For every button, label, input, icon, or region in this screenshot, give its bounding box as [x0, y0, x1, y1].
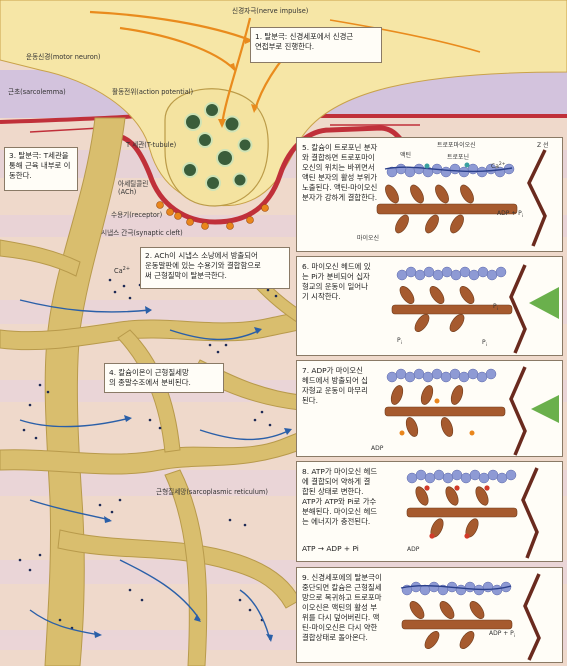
actin-label: 액틴: [400, 152, 412, 159]
step-9-text: 9. 신경세포에의 탈분극이 중단되면 칼슘은 근형질세 망으로 복귀하고 트로…: [302, 573, 382, 642]
panel-9-adp-pi: ADP + Pi: [489, 630, 516, 640]
calcium-flow-arrows: [19, 299, 291, 641]
panel-6-pi-b: Pi: [397, 337, 402, 347]
step-3-box: 3. 탈분극: T세관을 통해 근육 내부로 이 동한다.: [4, 147, 78, 191]
motor-neuron-label: 운동신경(motor neuron): [26, 53, 101, 61]
sarcolemma-label: 근초(sarcolemma): [8, 88, 66, 96]
panel-8-adp: ADP: [407, 546, 420, 553]
step-1-box: 1. 탈분극: 신경세포에서 신경근 연접부로 진행한다.: [250, 27, 382, 63]
tropomyosin-label: 트로포마이오신: [437, 142, 476, 149]
panel-7-adp: ADP: [371, 445, 384, 452]
action-potential-label: 활동전위(action potential): [112, 88, 194, 96]
motor-neuron: [0, 0, 567, 207]
panel-6-pi-a: Pi: [493, 303, 498, 313]
panel-7-illustration: [384, 366, 559, 456]
step-4-box: 4. 칼슘이온이 근형질세망 의 종말수조에서 분비된다.: [104, 363, 224, 393]
calcium-dots: [18, 278, 285, 630]
myosin-label: 마이오신: [357, 235, 380, 242]
panel-5-adp-pi: ADP + Pi: [497, 210, 524, 220]
ach-label: 아세틸콜린 (ACh): [118, 180, 149, 196]
nerve-impulse-arrowheads: [218, 36, 258, 128]
step-6-text: 6. 마이오신 헤드에 있 는 Pi가 분비되어 십자 형교의 운동이 일어나 …: [302, 262, 371, 301]
nerve-impulse-label: 신경자극(nerve impulse): [232, 7, 309, 15]
panel-6: 6. 마이오신 헤드에 있 는 Pi가 분비되어 십자 형교의 운동이 일어나 …: [296, 256, 563, 356]
step-4-text: 4. 칼슘이온이 근형질세망 의 종말수조에서 분비된다.: [109, 368, 191, 387]
panel-9: 9. 신경세포에의 탈분극이 중단되면 칼슘은 근형질세 망으로 복귀하고 트로…: [296, 567, 563, 663]
flow-arrowheads: [94, 306, 292, 642]
step-2-text: 2. ACh이 시냅스 소낭에서 방출되어 운동말판에 있는 수용기와 결합함으…: [145, 251, 261, 280]
panel-5-illustration: [376, 149, 547, 247]
step-2-box: 2. ACh이 시냅스 소낭에서 방출되어 운동말판에 있는 수용기와 결합함으…: [140, 247, 290, 289]
panel-7: 7. ADP가 마이오신 헤드에서 방출되어 십 자형교 운동이 마무리 된다.…: [296, 360, 563, 457]
impulse-pointer: [329, 19, 481, 53]
ca-label: Ca2+: [114, 266, 131, 276]
motor-endplate: [109, 125, 412, 225]
step-7-text: 7. ADP가 마이오신 헤드에서 방출되어 십 자형교 운동이 마무리 된다.: [302, 366, 368, 405]
step-1-text: 1. 탈분극: 신경세포에서 신경근 연접부로 진행한다.: [255, 32, 354, 51]
panel-6-illustration: [391, 264, 559, 354]
action-potential-arrows: [29, 124, 420, 133]
step-8-equation: ATP → ADP + Pi: [302, 544, 359, 553]
t-tubule-label: T 세관(T-tubule): [126, 141, 177, 149]
sarcoplasmic-reticulum-label: 근형질세망(sarcoplasmic reticulum): [156, 488, 268, 496]
synaptic-cleft-label: 시냅스 간극(synaptic cleft): [101, 229, 183, 237]
receptor-label: 수용기(receptor): [111, 211, 163, 219]
step-3-text: 3. 탈분극: T세관을 통해 근육 내부로 이 동한다.: [9, 151, 71, 180]
panel-5: 5. 칼슘이 트로포닌 분자 와 결합하면 트로포마이 오신의 위치는 바뀌면서…: [296, 137, 563, 252]
panel-6-pi-c: Pi: [482, 339, 487, 349]
troponin-label: 트로포닌: [447, 154, 470, 161]
panel-8-illustration: [406, 467, 539, 559]
panel-8: 8. ATP가 마이오신 헤드 에 결합되어 약하게 결 합된 상태로 변한다.…: [296, 461, 563, 562]
receptors: [156, 201, 269, 230]
step-8-text: 8. ATP가 마이오신 헤드 에 결합되어 약하게 결 합된 상태로 변한다.…: [302, 467, 378, 526]
panel-5-ca-label: Ca2+: [491, 162, 506, 170]
panel-9-illustration: [400, 573, 541, 661]
z-line-label: Z 선: [537, 142, 549, 149]
synaptic-vesicles: [182, 102, 253, 191]
step-5-text: 5. 칼슘이 트로포닌 분자 와 결합하면 트로포마이 오신의 위치는 바뀌면서…: [302, 143, 378, 202]
